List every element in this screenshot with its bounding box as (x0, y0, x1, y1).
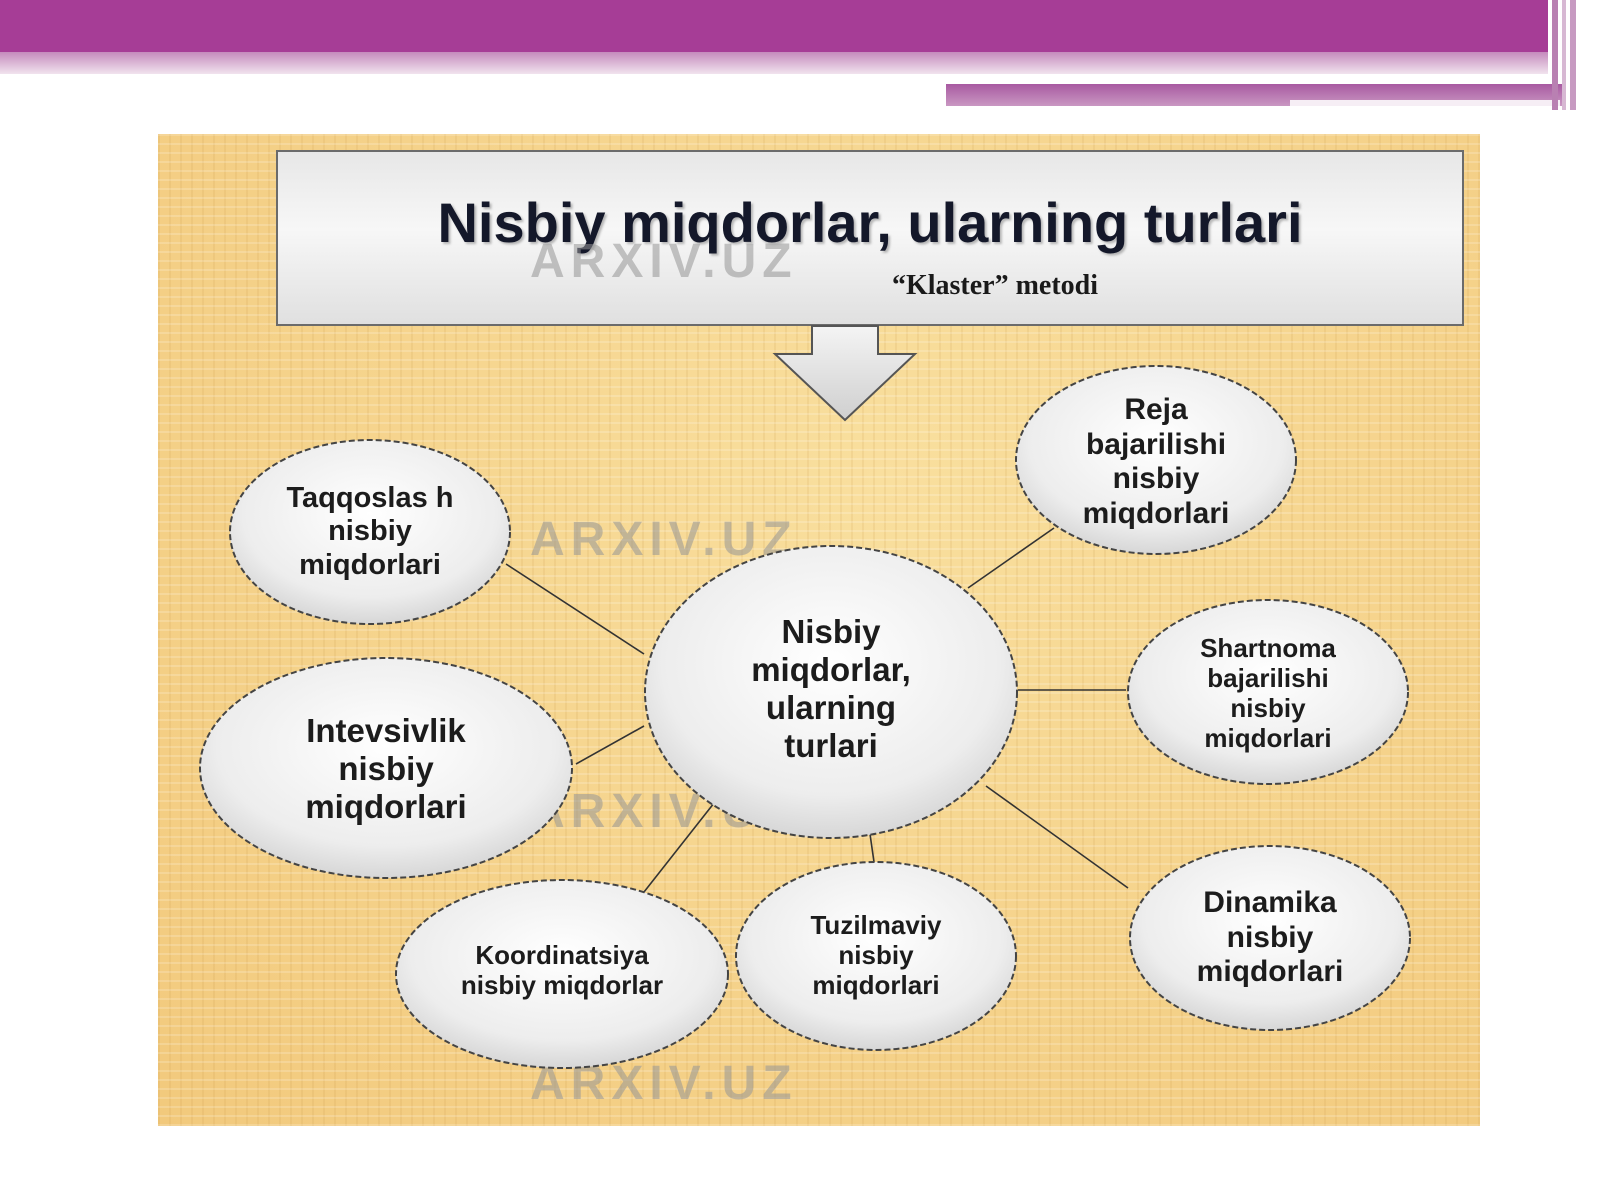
cluster-node-ellipse (1127, 599, 1409, 785)
center-node-label: Nisbiy miqdorlar, ularning turlari (751, 613, 911, 764)
right-accent-stripe (1562, 0, 1566, 110)
right-accent-stripe (1552, 0, 1558, 110)
cluster-node-ellipse (1129, 845, 1411, 1031)
top-accent-bar (0, 0, 1548, 52)
cluster-node-ellipse (199, 657, 573, 879)
connector-line (575, 725, 645, 765)
cluster-node-ellipse (1015, 365, 1297, 555)
connector-line (967, 527, 1055, 589)
node-label-reja: Reja bajarilishi nisbiy miqdorlari (1082, 393, 1230, 530)
slide-subtitle: “Klaster” metodi (891, 270, 1099, 301)
connector-line (643, 797, 719, 893)
node-label-intensivlik: Intevsivlik nisbiy miqdorlari (305, 712, 467, 825)
node-label-koordinatsiya: Koordinatsiya nisbiy miqdorlar (460, 940, 664, 1000)
top-accent-shadow (0, 52, 1548, 74)
cluster-node-ellipse (395, 879, 729, 1069)
cluster-diagram (199, 325, 1411, 1069)
node-label-taqqoslash: Taqqoslas h nisbiy miqdorlari (286, 481, 454, 581)
down-arrow-icon (772, 325, 918, 422)
accent-highlight (1290, 100, 1560, 106)
node-label-shartnoma: Shartnoma bajarilishi nisbiy miqdorlari (1200, 633, 1336, 753)
center-node-ellipse (644, 545, 1018, 839)
cluster-node-ellipse (735, 861, 1017, 1051)
connector-line (985, 785, 1129, 889)
cluster-node-ellipse (229, 439, 511, 625)
node-label-tuzilmaviy: Tuzilmaviy nisbiy miqdorlari (810, 910, 942, 1000)
watermark: ARXIV.UZ (530, 513, 798, 566)
slide-panel: Nisbiy miqdorlar, ularning turlari “Klas… (158, 134, 1480, 1126)
right-accent-stripe (1570, 0, 1576, 110)
slide-title: Nisbiy miqdorlar, ularning turlari (437, 191, 1303, 254)
header-box: Nisbiy miqdorlar, ularning turlari “Klas… (276, 150, 1464, 326)
connector-lines (505, 527, 1129, 893)
connector-line (505, 563, 645, 655)
watermark: ARXIV.UZ (530, 235, 798, 288)
connector-line (869, 833, 875, 863)
node-label-dinamika: Dinamika nisbiy miqdorlari (1196, 886, 1344, 989)
